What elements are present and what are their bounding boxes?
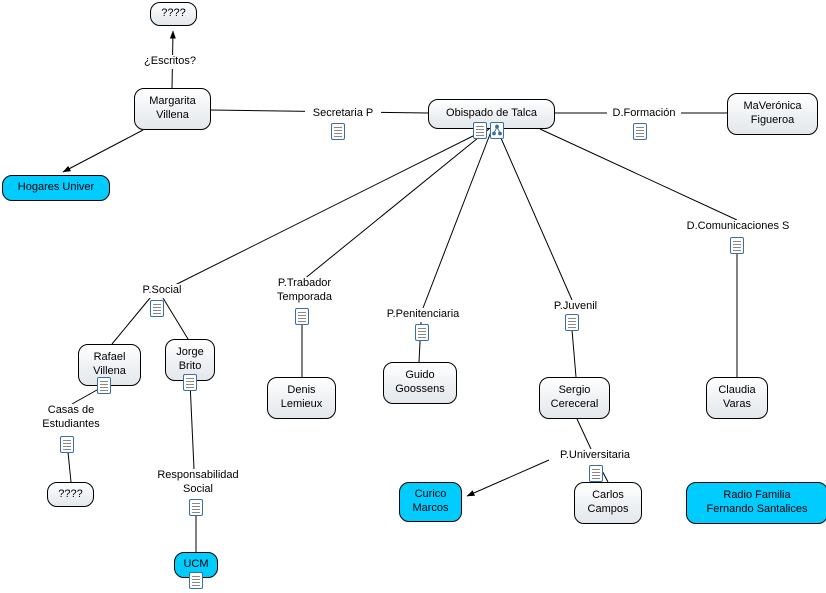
- concept-label: Sergio Cereceral: [550, 384, 599, 410]
- concept-label: Carlos Campos: [587, 489, 629, 515]
- document-icon[interactable]: [189, 499, 203, 516]
- concept-unknown-bottom[interactable]: ????: [47, 482, 94, 507]
- link-p-penitenciaria[interactable]: P.Penitenciaria: [376, 308, 470, 322]
- concept-obispado-de-talca[interactable]: Obispado de Talca: [428, 99, 555, 129]
- link-d-comunicaciones[interactable]: D.Comunicaciones S: [675, 220, 801, 234]
- link-p-juvenil[interactable]: P.Juvenil: [547, 300, 604, 314]
- concept-label: ????: [58, 487, 83, 500]
- document-icon[interactable]: [60, 436, 74, 453]
- link-p-trabador-temporada[interactable]: P.Trabador Temporada: [266, 277, 343, 305]
- concept-maveronica-figueroa[interactable]: MaVerónica Figueroa: [727, 93, 818, 135]
- link-secretaria-p[interactable]: Secretaria P: [305, 107, 381, 121]
- document-icon[interactable]: [415, 324, 429, 341]
- link-casas-de-estudiantes[interactable]: Casas de Estudiantes: [34, 404, 108, 432]
- concept-label: Margarita Villena: [149, 95, 196, 121]
- concept-carlos-campos[interactable]: Carlos Campos: [574, 482, 642, 524]
- link-responsabilidad-social[interactable]: Responsabilidad Social: [143, 469, 253, 497]
- document-icon[interactable]: [331, 123, 345, 140]
- document-icon[interactable]: [189, 572, 203, 589]
- concept-margarita-villena[interactable]: Margarita Villena: [134, 88, 211, 130]
- document-icon[interactable]: [633, 123, 647, 140]
- concept-label: Curico Marcos: [412, 488, 449, 514]
- document-icon[interactable]: [97, 377, 111, 394]
- link-p-universitaria[interactable]: P.Universitaria: [549, 449, 641, 463]
- document-icon[interactable]: [473, 122, 487, 139]
- concept-sergio-cereceral[interactable]: Sergio Cereceral: [539, 377, 610, 419]
- document-icon[interactable]: [150, 300, 164, 317]
- concept-label: Radio Familia Fernando Santalices: [706, 489, 808, 515]
- concept-label: Guido Goossens: [395, 369, 445, 395]
- link-p-social[interactable]: P.Social: [137, 284, 187, 298]
- concept-label: Claudia Varas: [718, 384, 756, 410]
- document-icon[interactable]: [565, 314, 579, 331]
- document-icon[interactable]: [589, 465, 603, 482]
- concept-label: MaVerónica Figueroa: [743, 100, 802, 126]
- concept-label: Hogares Univer: [17, 181, 95, 194]
- concept-label: UCM: [183, 558, 209, 571]
- document-icon[interactable]: [183, 374, 197, 391]
- link-escritos[interactable]: ¿Escritos?: [138, 55, 202, 69]
- document-icon[interactable]: [295, 308, 309, 325]
- concept-label: Obispado de Talca: [446, 107, 537, 120]
- concept-unknown-top[interactable]: ????: [150, 2, 197, 26]
- concept-label: ????: [161, 7, 186, 20]
- concept-claudia-varas[interactable]: Claudia Varas: [706, 377, 768, 419]
- concept-label: Rafael Villena: [93, 351, 126, 377]
- concept-curico-marcos[interactable]: Curico Marcos: [399, 482, 462, 522]
- concept-guido-goossens[interactable]: Guido Goossens: [383, 362, 457, 404]
- concept-hogares-univer[interactable]: Hogares Univer: [2, 175, 110, 201]
- concept-label: Jorge Brito: [176, 346, 204, 372]
- concept-map-icon[interactable]: [490, 122, 504, 139]
- link-d-formacion[interactable]: D.Formación: [607, 107, 681, 121]
- document-icon[interactable]: [730, 237, 744, 254]
- concept-radio-familia[interactable]: Radio Familia Fernando Santalices: [686, 482, 826, 524]
- concept-denis-lemieux[interactable]: Denis Lemieux: [267, 377, 336, 419]
- concept-label: Denis Lemieux: [280, 384, 323, 410]
